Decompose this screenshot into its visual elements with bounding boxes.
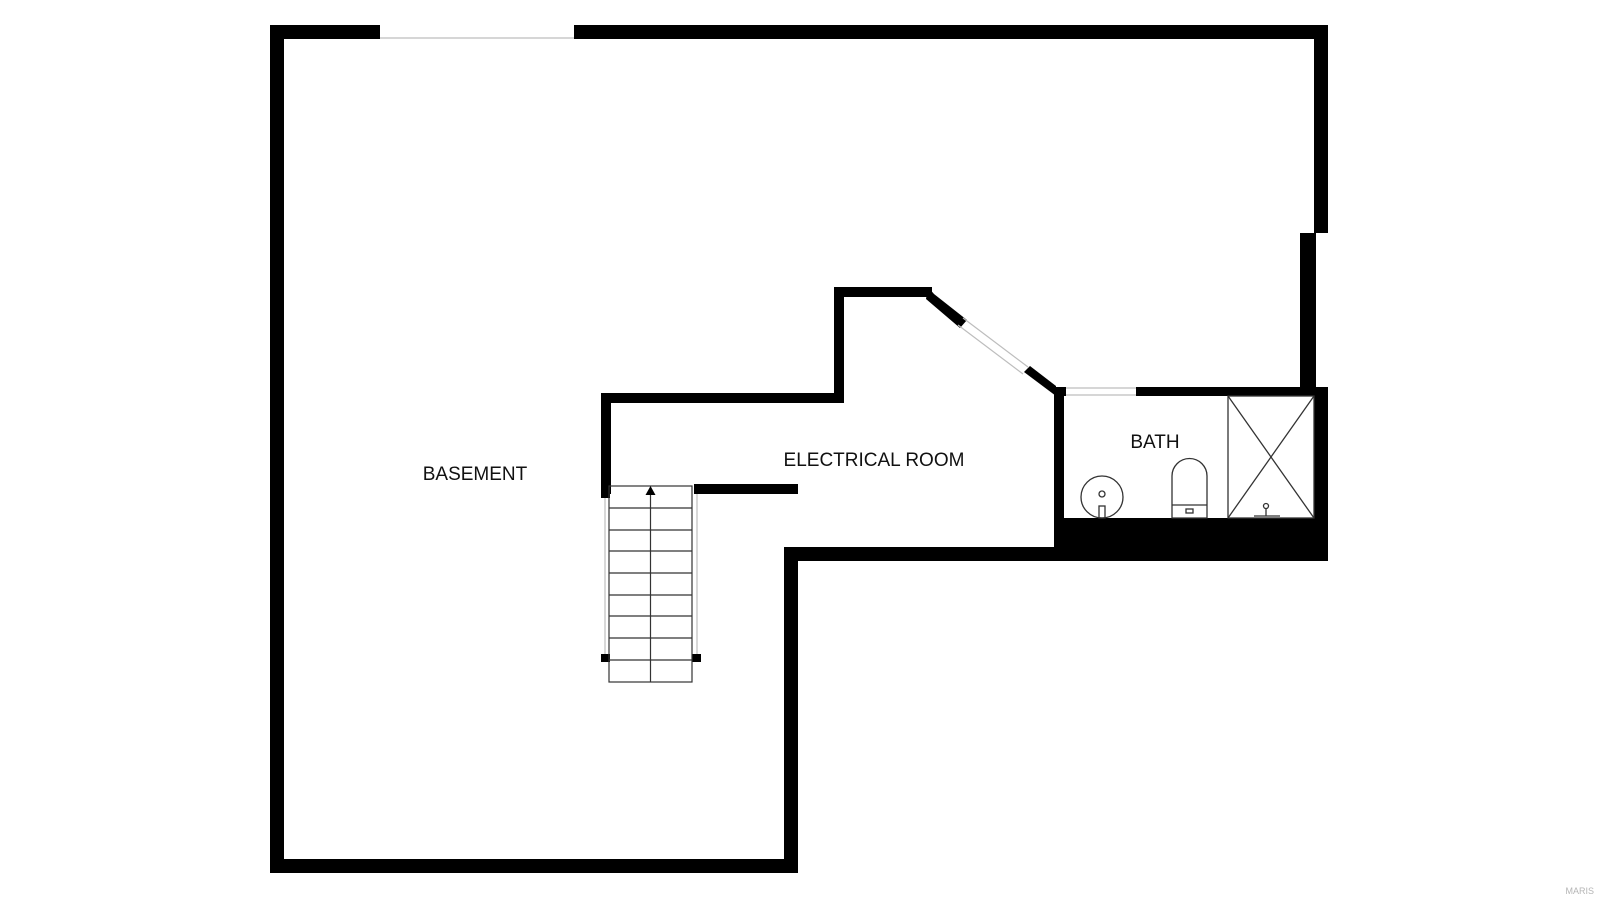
toilet-icon [1171,457,1208,519]
openings [380,37,1136,396]
wall-bath-east [1314,387,1328,561]
wall-elec-west [601,393,611,494]
stair-post-bl [601,654,610,662]
wall-south [270,859,798,873]
stair-post-br [692,654,701,662]
wall-elec-diagonal-bottom [1024,366,1056,396]
wall-bath-south-thick [1054,518,1328,561]
bath-fixtures [1080,395,1315,519]
staircase-icon [601,485,701,683]
wall-bath-north [1136,387,1328,396]
wall-elec-south-stub [694,484,798,494]
opening-elec-diagonal-a [962,317,1029,368]
wall-west [270,25,284,873]
sink-icon [1080,475,1124,519]
wall-elec-north-high [834,287,932,297]
stair-post-tl [601,490,610,498]
wall-east-thick [1300,233,1316,388]
watermark: MARIS [1565,886,1594,896]
room-label-electrical-room: ELECTRICAL ROOM [784,450,965,471]
shower-icon [1227,395,1315,519]
opening-elec-diagonal-b [957,324,1024,375]
wall-elec-north-low [601,393,844,403]
stair-treads [609,507,692,661]
walls [270,25,1328,873]
room-label-basement: BASEMENT [423,464,528,485]
room-label-bath: BATH [1130,432,1179,453]
wall-bath-west [1054,387,1064,561]
wall-south-mid [784,547,1054,561]
wall-north-left [270,25,380,39]
wall-east-lower [784,547,798,873]
wall-east-upper [1314,25,1328,233]
wall-elec-diagonal-top [926,287,967,328]
wall-north-right [574,25,1328,39]
arrow-up-icon [645,486,656,495]
wall-elec-bump-west [834,287,844,403]
